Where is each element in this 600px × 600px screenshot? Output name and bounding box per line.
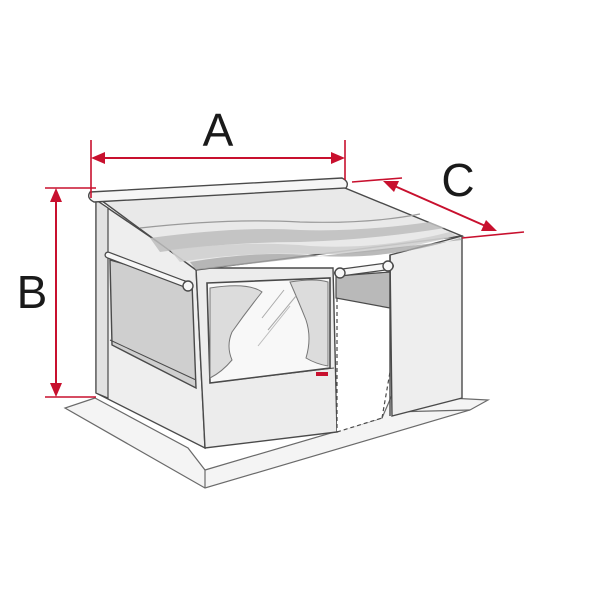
dimension-b-label: B: [17, 266, 48, 318]
brand-logo: [316, 372, 328, 376]
awning-roof: [95, 185, 465, 271]
door-opening: [335, 268, 391, 433]
curtain-left: [209, 285, 263, 379]
front-wall: [195, 267, 338, 449]
curtain-right: [289, 279, 329, 367]
roller-bars: [104, 251, 394, 292]
right-wall: [389, 235, 463, 417]
dimension-a: A: [90, 104, 346, 198]
dimension-c-label: C: [441, 154, 474, 206]
dimension-b: B: [17, 187, 96, 398]
dimension-c: C: [351, 154, 525, 239]
dimension-a-label: A: [203, 104, 234, 156]
